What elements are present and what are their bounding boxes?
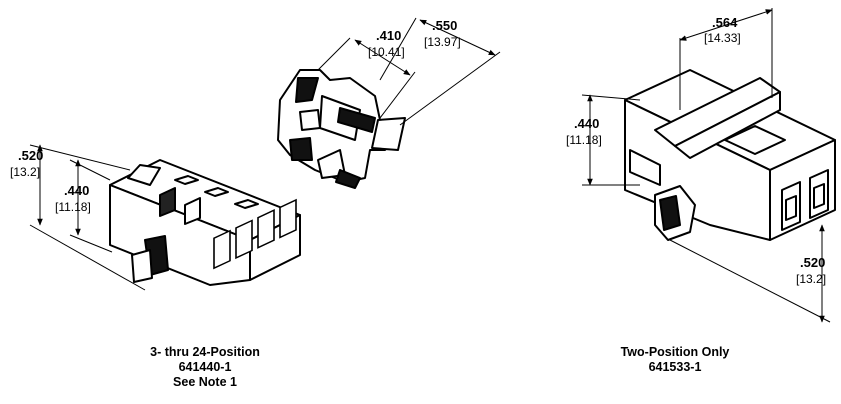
caption-left-line-2: 641440-1 bbox=[178, 360, 232, 374]
caption-right: Two-Position Only 641533-1 bbox=[600, 345, 750, 375]
dim-right-440-mm: [11.18] bbox=[566, 133, 602, 147]
dim-mid-410-in: .410 bbox=[376, 28, 401, 43]
dim-mid-410-mm: [10.41] bbox=[368, 45, 405, 59]
mating-shell bbox=[277, 69, 406, 189]
dim-left-520-in: .520 bbox=[18, 148, 43, 163]
dim-right-520-in: .520 bbox=[800, 255, 825, 270]
dimension-labels: .520 [13.2] .440 [11.18] .410 [10.41] .5… bbox=[10, 15, 826, 286]
dimension-lines bbox=[29, 8, 831, 323]
dim-right-564-in: .564 bbox=[712, 15, 738, 30]
caption-right-line-1: Two-Position Only bbox=[620, 345, 730, 359]
dim-right-564-mm: [14.33] bbox=[704, 31, 741, 45]
dim-mid-550-mm: [13.97] bbox=[424, 35, 461, 49]
dim-right-520-mm: [13.2] bbox=[796, 272, 826, 286]
caption-left-line-3: See Note 1 bbox=[173, 375, 237, 389]
dim-right-440-in: .440 bbox=[574, 116, 599, 131]
caption-left-line-1: 3- thru 24-Position bbox=[150, 345, 260, 359]
dim-left-440-mm: [11.18] bbox=[55, 200, 91, 214]
dim-left-440-in: .440 bbox=[64, 183, 89, 198]
cavity-row-left bbox=[213, 198, 297, 270]
caption-right-line-2: 641533-1 bbox=[648, 360, 702, 374]
dim-left-520-mm: [13.2] bbox=[10, 165, 40, 179]
dim-mid-550-in: .550 bbox=[432, 18, 457, 33]
two-position-housing bbox=[624, 69, 836, 241]
caption-left: 3- thru 24-Position 641440-1 See Note 1 bbox=[130, 345, 280, 390]
